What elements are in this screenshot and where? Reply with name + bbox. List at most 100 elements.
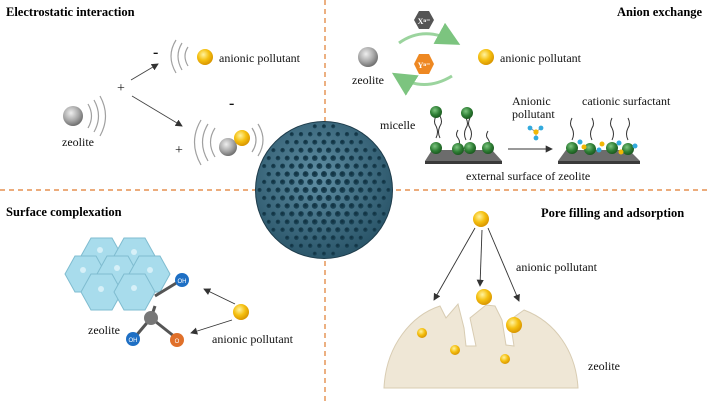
- pore-hole: [280, 227, 285, 233]
- pore-arrow: [476, 229, 484, 287]
- pore-hole: [358, 171, 364, 177]
- pore-hole: [317, 131, 322, 137]
- pore-hole: [367, 203, 373, 209]
- pore-hole: [381, 179, 386, 185]
- pore-hole: [330, 235, 336, 241]
- ion-y-label: Yⁿ⁻: [418, 61, 431, 70]
- pore-hole: [376, 203, 382, 209]
- oh-atom: [126, 332, 140, 346]
- pore-hole: [266, 203, 272, 209]
- pore-hole: [367, 187, 373, 193]
- pore-hole: [354, 243, 359, 248]
- pore-hole: [302, 171, 309, 178]
- pore-hole: [284, 187, 290, 193]
- pore-hole: [321, 219, 327, 225]
- pore-hole: [358, 219, 364, 225]
- pore-hole: [325, 194, 332, 202]
- zeolite-hexagon-cluster: [64, 237, 171, 311]
- pore-hole: [298, 163, 304, 169]
- zeolite-pore-block: [383, 302, 579, 389]
- adsorbed-pollutant-icon: [577, 139, 638, 155]
- pore-hole: [270, 179, 276, 185]
- plus-sign-bound: +: [175, 143, 183, 158]
- plus-sign-left: +: [117, 81, 125, 96]
- pore-hole: [339, 235, 345, 241]
- pore-hole: [363, 227, 368, 233]
- pore-hole: [335, 147, 341, 153]
- pore-hole: [262, 195, 267, 201]
- anionic-pollutant-ball: [473, 211, 489, 227]
- micelle-head: [584, 143, 596, 155]
- pore-hole: [271, 148, 276, 153]
- pore-filling-panel: Pore filling and adsorption anionic poll…: [383, 206, 684, 389]
- pore-hole: [372, 179, 378, 185]
- pore-hole: [307, 210, 314, 217]
- pore-hole: [312, 251, 317, 256]
- pore-hole: [284, 219, 290, 225]
- pore-hole: [381, 164, 386, 169]
- pore-hole: [303, 235, 309, 241]
- pore-hole: [353, 179, 360, 185]
- ion-y-hexagon: [414, 54, 434, 74]
- anion-zeolite-label: zeolite: [352, 73, 384, 87]
- pore-hole: [353, 163, 359, 169]
- wave-icon: [87, 103, 93, 129]
- pore-hole: [271, 163, 276, 169]
- pore-hole: [348, 171, 355, 177]
- pore-hole: [307, 227, 313, 233]
- pore-hole: [288, 179, 295, 185]
- pore-arrow: [433, 227, 476, 301]
- o-atom: [170, 333, 184, 347]
- zeolite-ball: [358, 47, 378, 67]
- pore-hole: [386, 187, 391, 193]
- pore-hole: [262, 164, 267, 169]
- pore-hole: [334, 163, 341, 170]
- pollutant-molecule-icon: [527, 125, 544, 141]
- pore-hole: [293, 171, 300, 177]
- pore-hole: [372, 148, 377, 153]
- pore-hole: [311, 186, 318, 194]
- micelle-head: [461, 107, 473, 119]
- micelle-head: [452, 143, 464, 155]
- pore-hole: [266, 156, 271, 161]
- pore-hole: [376, 171, 382, 177]
- pore-hole: [330, 139, 336, 145]
- anionic-pollutant-ball: [450, 345, 460, 355]
- pore-hole: [312, 235, 318, 241]
- anionic-pollutant-ball: [417, 328, 427, 338]
- pore-hole: [271, 211, 276, 217]
- pore-hole: [316, 147, 323, 153]
- anionic-pollutant-ball: [506, 317, 522, 333]
- anionic-pollutant-ball: [234, 130, 250, 146]
- pore-hole: [325, 163, 332, 170]
- pore-hole: [349, 139, 354, 145]
- pore-hole: [353, 227, 359, 233]
- pore-hole: [302, 202, 309, 209]
- pore-hole: [289, 243, 294, 248]
- pore-hole: [312, 124, 317, 129]
- pore-hole: [325, 227, 332, 233]
- pore-hole: [311, 171, 318, 178]
- pore-hole: [311, 219, 318, 225]
- pore-hole: [321, 251, 327, 256]
- pore-hole: [284, 171, 290, 177]
- exchange-arrow-icon: [398, 22, 461, 45]
- pore-hole: [325, 210, 332, 217]
- pore-hole: [266, 187, 272, 193]
- pore-hole: [344, 163, 350, 169]
- pore-hole: [320, 202, 328, 209]
- pore-hole: [339, 171, 346, 178]
- minus-sign-bound: -: [229, 95, 234, 112]
- pore-hole: [275, 203, 281, 209]
- anionic-pollutant-ball: [233, 304, 249, 320]
- pore-hole: [280, 147, 285, 153]
- pore-hole: [302, 186, 309, 194]
- pore-hole: [339, 186, 346, 194]
- electrostatic-title: Electrostatic interaction: [6, 5, 135, 19]
- pore-hole: [307, 163, 314, 170]
- attraction-arrow: [131, 95, 183, 127]
- surfactant-tails: [570, 117, 630, 141]
- pore-hole: [289, 227, 295, 233]
- pore-hole: [293, 187, 300, 193]
